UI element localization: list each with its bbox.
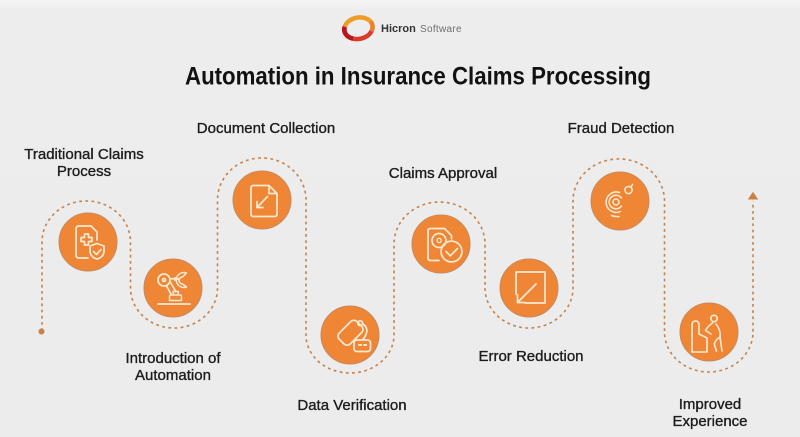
svg-text:Error Reduction: Error Reduction xyxy=(478,348,583,365)
svg-text:Introduction of: Introduction of xyxy=(125,350,221,367)
svg-text:Traditional Claims: Traditional Claims xyxy=(24,146,143,163)
svg-text:Software: Software xyxy=(420,24,462,35)
svg-text:Improved: Improved xyxy=(679,396,742,413)
svg-text:Automation: Automation xyxy=(135,367,211,384)
svg-text:Data Verification: Data Verification xyxy=(297,397,406,414)
svg-text:Document Collection: Document Collection xyxy=(197,120,335,137)
svg-text:Experience: Experience xyxy=(672,413,747,430)
svg-text:Hicron: Hicron xyxy=(381,23,416,35)
svg-text:Claims Approval: Claims Approval xyxy=(389,165,497,182)
svg-text:Automation in Insurance Claims: Automation in Insurance Claims Processin… xyxy=(185,63,651,91)
svg-text:Process: Process xyxy=(57,163,111,180)
svg-text:Fraud Detection: Fraud Detection xyxy=(568,120,675,137)
